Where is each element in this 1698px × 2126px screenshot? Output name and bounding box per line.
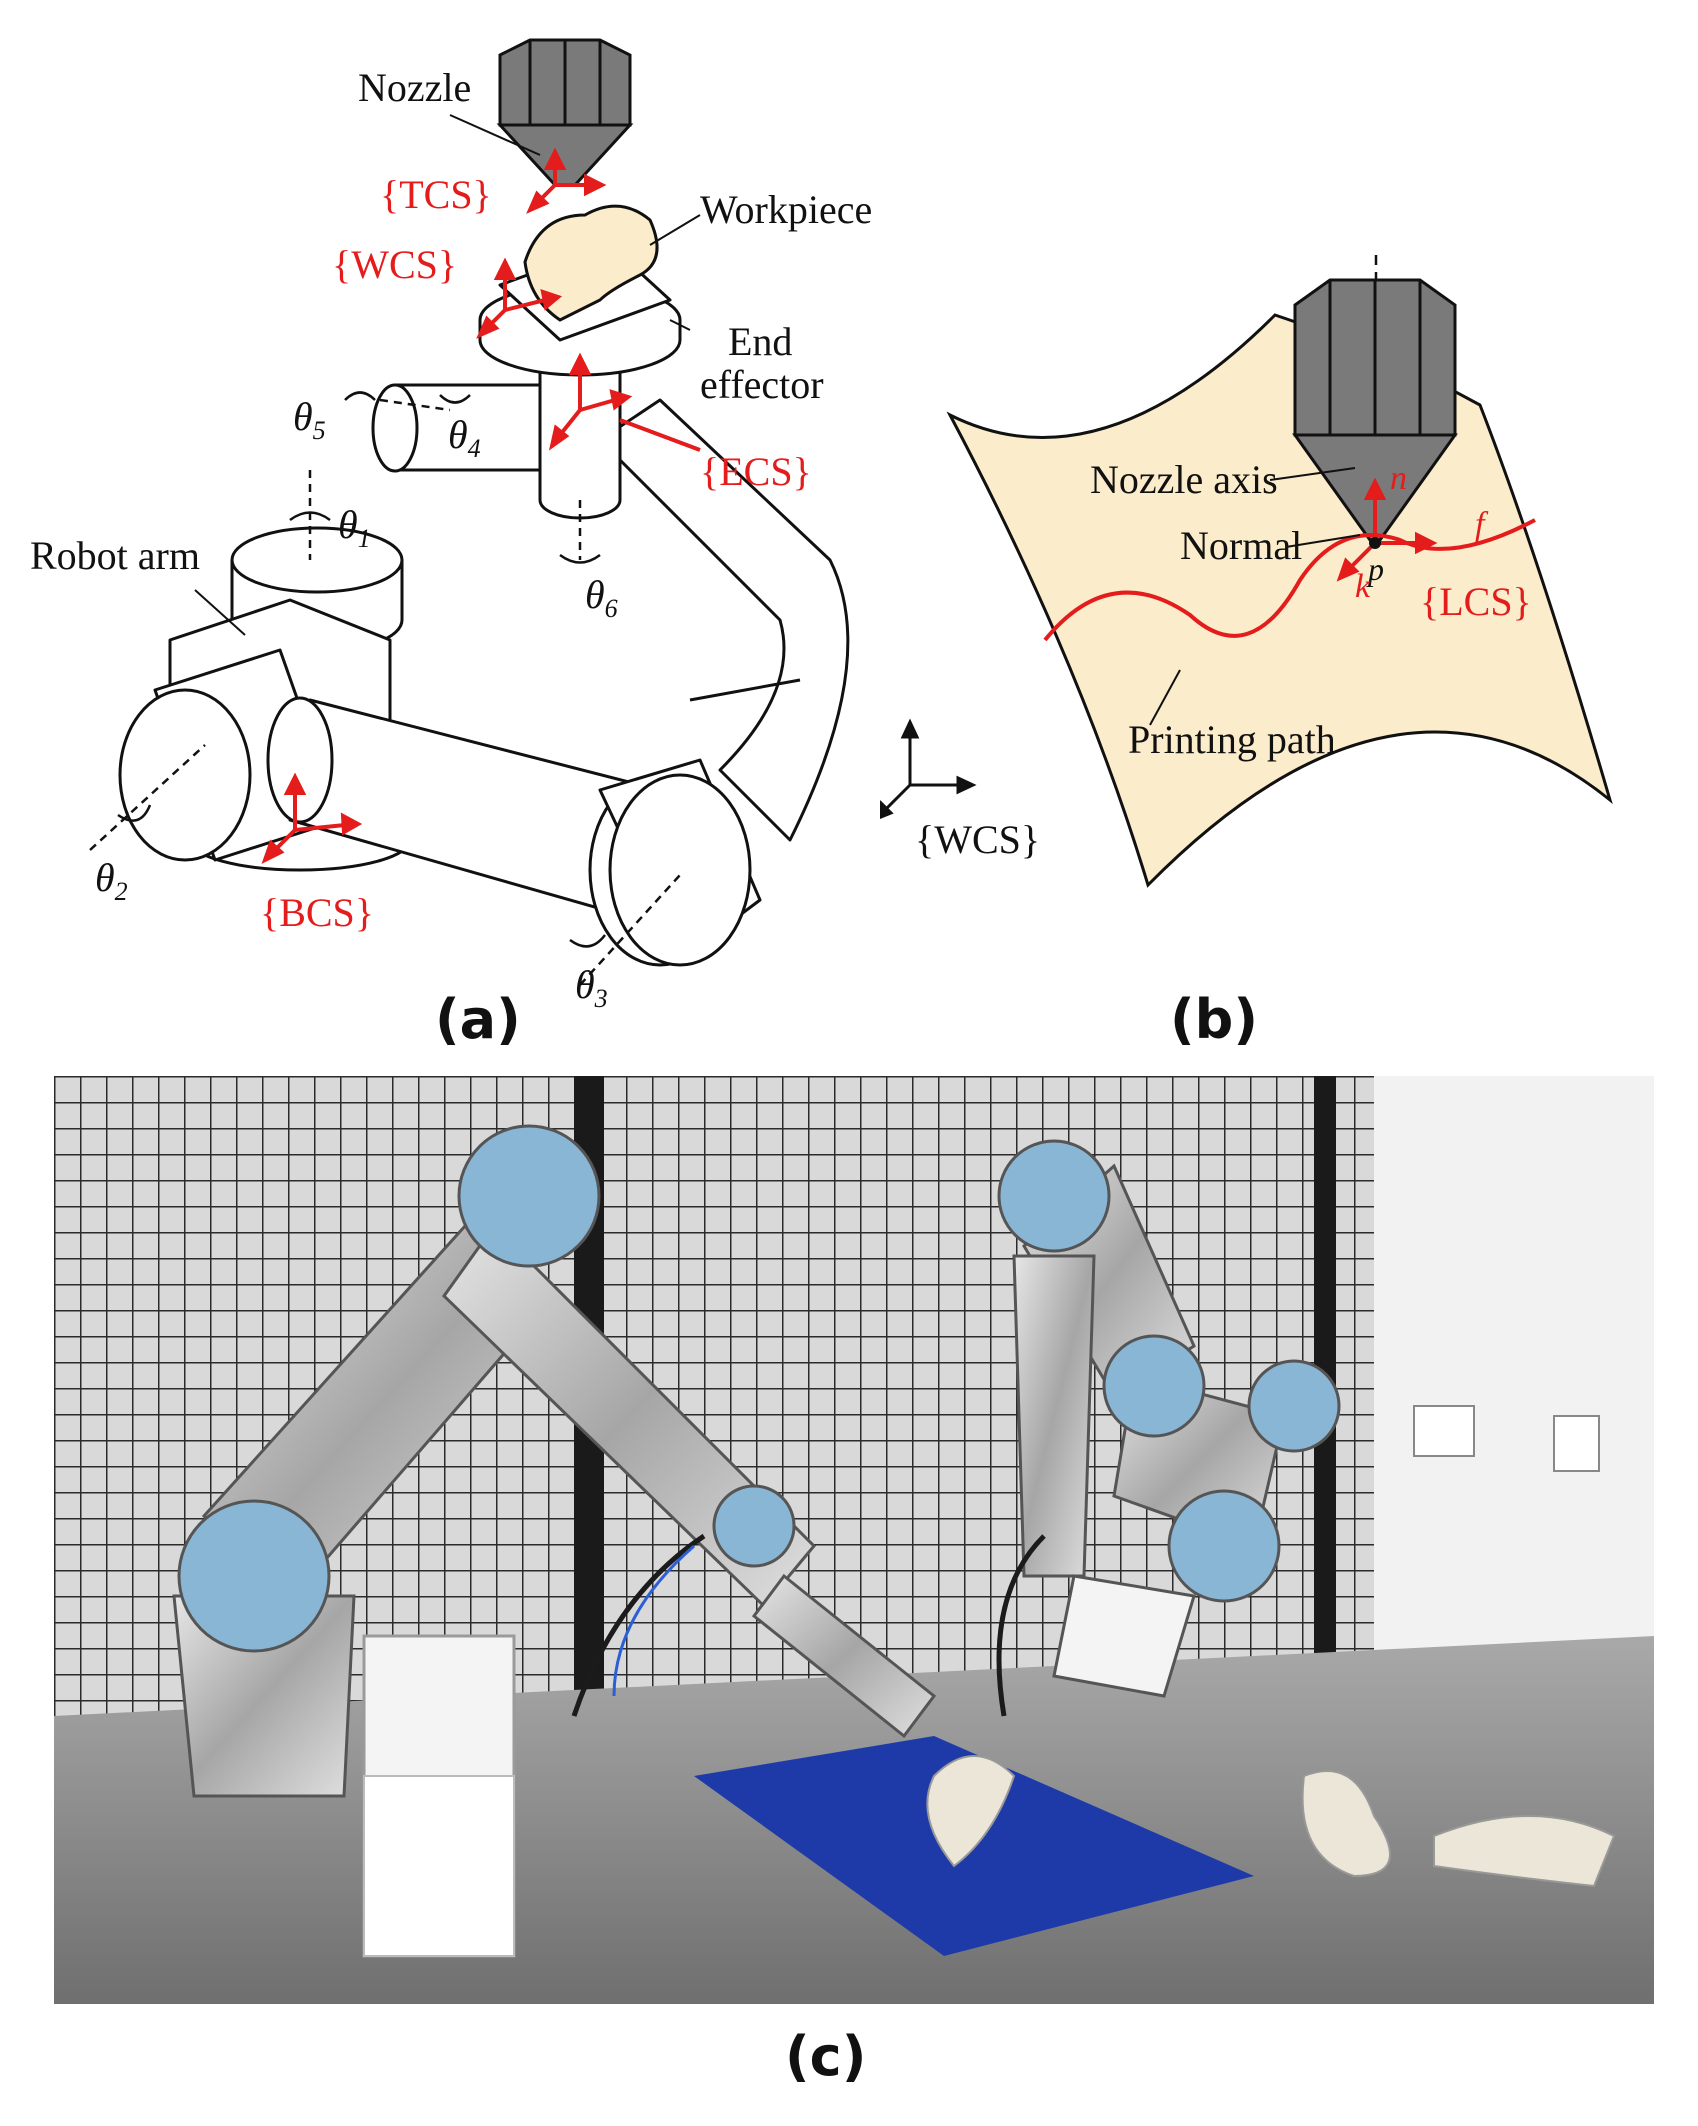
ecs-label: {ECS} [700, 449, 812, 494]
nozzle-label: Nozzle [358, 65, 472, 110]
end-effector-label-line2: effector [700, 362, 824, 407]
panel-a: Nozzle {TCS} Workpiece {WCS} End effecto… [0, 0, 900, 1060]
nozzle-surface-diagram [880, 255, 1613, 888]
p-point-label: p [1368, 551, 1384, 587]
wcs-label-b: {WCS} [915, 817, 1041, 862]
workpiece-label: Workpiece [700, 187, 873, 232]
printing-path-label: Printing path [1128, 717, 1336, 762]
f-axis-label: f [1475, 506, 1485, 543]
nozzle-axis-label: Nozzle axis [1090, 457, 1278, 502]
panel-c-photo [54, 1076, 1654, 2004]
theta5-label: θ5 [293, 394, 326, 445]
panel-b: Nozzle axis n Normal f p k {LCS} Printin… [880, 230, 1698, 1060]
end-effector-label-line1: End [728, 319, 793, 364]
theta2-label: θ2 [95, 855, 128, 906]
robot-arm-label: Robot arm [30, 533, 200, 578]
normal-label: Normal [1180, 523, 1303, 568]
k-axis-label: k [1355, 568, 1371, 605]
caption-c: (c) [785, 2025, 867, 2088]
n-axis-label: n [1390, 460, 1407, 497]
lcs-label: {LCS} [1420, 579, 1532, 624]
robot-arm-diagram [89, 38, 850, 986]
caption-a: (a) [435, 988, 521, 1051]
wcs-label-a: {WCS} [332, 242, 458, 287]
theta6-label: θ6 [585, 572, 618, 623]
theta3-label: θ3 [575, 962, 608, 1013]
robot-photo [54, 1076, 1654, 2004]
theta4-label: θ4 [448, 412, 481, 463]
tcs-label: {TCS} [380, 172, 492, 217]
bcs-label: {BCS} [260, 890, 375, 935]
caption-b: (b) [1170, 988, 1259, 1051]
theta1-label: θ1 [338, 502, 371, 553]
